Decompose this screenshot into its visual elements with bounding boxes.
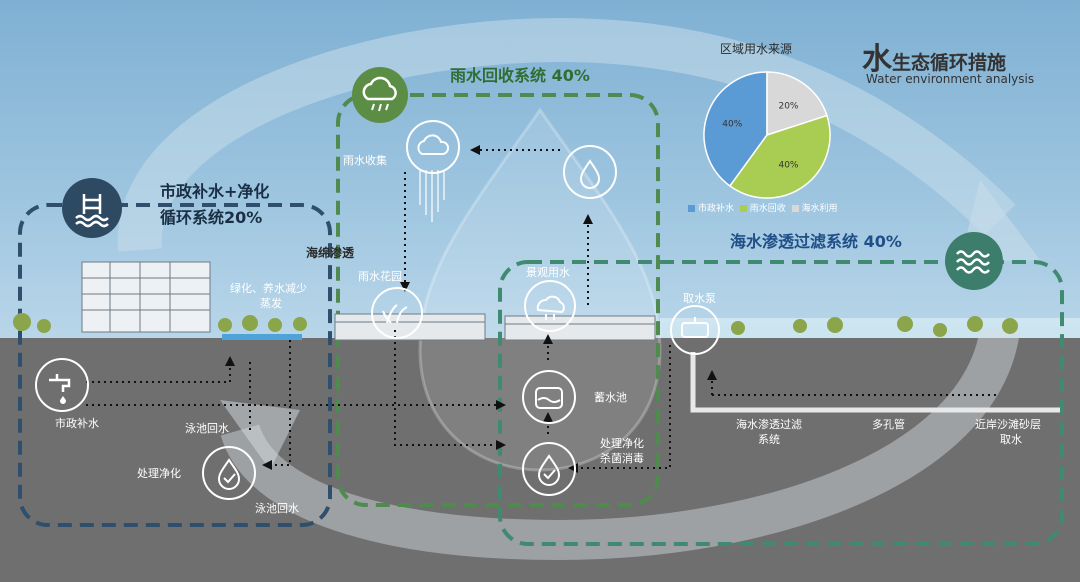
label-sea-filter-line2: 系统: [758, 433, 780, 446]
pie-label-2: 20%: [778, 101, 798, 111]
label-sea-filter-line1: 海水渗透过滤: [736, 418, 802, 431]
label-evaporation: 蒸发: [260, 297, 282, 310]
label-greening: 绿化、养水减少: [230, 282, 307, 295]
legend-item-rain: 雨水回收: [749, 204, 786, 214]
legend-swatch-rain: [739, 205, 747, 212]
label-rain-collect: 雨水收集: [343, 154, 387, 167]
rain-garden-icon: [371, 287, 423, 339]
legend-swatch-sea: [791, 205, 799, 212]
municipal-system-title-line1: 市政补水+净化: [160, 182, 270, 201]
swirl-arrow-lower: [220, 326, 1020, 561]
label-beach-line2: 取水: [1000, 433, 1022, 446]
cloud-collect-icon: [406, 120, 460, 174]
pool: [222, 334, 302, 340]
chart-title: 区域用水来源: [720, 42, 793, 56]
rain-cloud-icon: [352, 67, 408, 123]
label-intake-pump: 取水泵: [683, 292, 716, 305]
storage-tank-icon: [522, 370, 576, 424]
intake-pump-icon: [670, 305, 720, 355]
pie-slice-2: [766, 71, 828, 137]
perforated-pipe: [690, 352, 1060, 413]
main-building: [81, 261, 211, 333]
chart-legend: 市政补水 雨水回收 海水利用: [688, 201, 838, 214]
label-treatment: 处理净化: [137, 467, 181, 480]
legend-item-sea: 海水利用: [801, 204, 838, 214]
disinfect-drop-icon: [522, 442, 576, 496]
label-landscape-water: 景观用水: [526, 266, 570, 279]
title-main-char: 水: [862, 42, 892, 77]
label-disinfect-line2: 杀菌消毒: [600, 452, 644, 465]
faucet-icon: [35, 358, 89, 412]
label-pool-return-2: 泳池回水: [255, 502, 299, 515]
title-rest: 生态循环措施: [892, 52, 1007, 74]
pie-label-1: 40%: [778, 161, 798, 171]
municipal-system-box: [18, 203, 332, 527]
rain-drips: [419, 170, 445, 222]
flow-arrows: [86, 149, 1000, 469]
page-subtitle: Water environment analysis: [866, 72, 1035, 86]
label-perforated-pipe: 多孔管: [872, 418, 905, 431]
swirl-arrow-upper: [117, 17, 1016, 252]
pie-label-0: 40%: [722, 120, 742, 130]
pie-slice-1: [728, 114, 831, 199]
label-rain-garden: 雨水花园: [358, 270, 402, 283]
pie-slice-0: [703, 71, 768, 188]
legend-item-municipal: 市政补水: [698, 204, 735, 214]
treatment-drop-icon: [202, 446, 256, 500]
municipal-system-title-line2: 循环系统20%: [160, 208, 263, 227]
trees: [13, 313, 1018, 337]
pie-chart: 40% 20% 40%: [703, 71, 831, 199]
label-beach-line1: 近岸沙滩砂层: [975, 418, 1041, 431]
rain-system-title: 雨水回收系统 40%: [450, 66, 590, 85]
label-municipal-supply: 市政补水: [55, 417, 99, 430]
label-storage-pool: 蓄水池: [594, 391, 627, 404]
waves-icon: [945, 232, 1003, 290]
water-drops-icon: [563, 145, 617, 199]
swimming-pool-icon: [62, 178, 122, 238]
sea-system-title: 海水渗透过滤系统 40%: [730, 232, 902, 251]
label-pool-return-1: 泳池回水: [185, 422, 229, 435]
landscape-water-icon: [524, 280, 576, 332]
label-disinfect-line1: 处理净化: [600, 437, 644, 450]
swirl-arrowhead-lower: [220, 400, 300, 470]
label-sponge: 海绵渗透: [306, 246, 355, 260]
page-title: 水生态循环措施: [862, 34, 1006, 78]
legend-swatch-municipal: [688, 205, 695, 212]
rain-system-box: [336, 93, 660, 507]
